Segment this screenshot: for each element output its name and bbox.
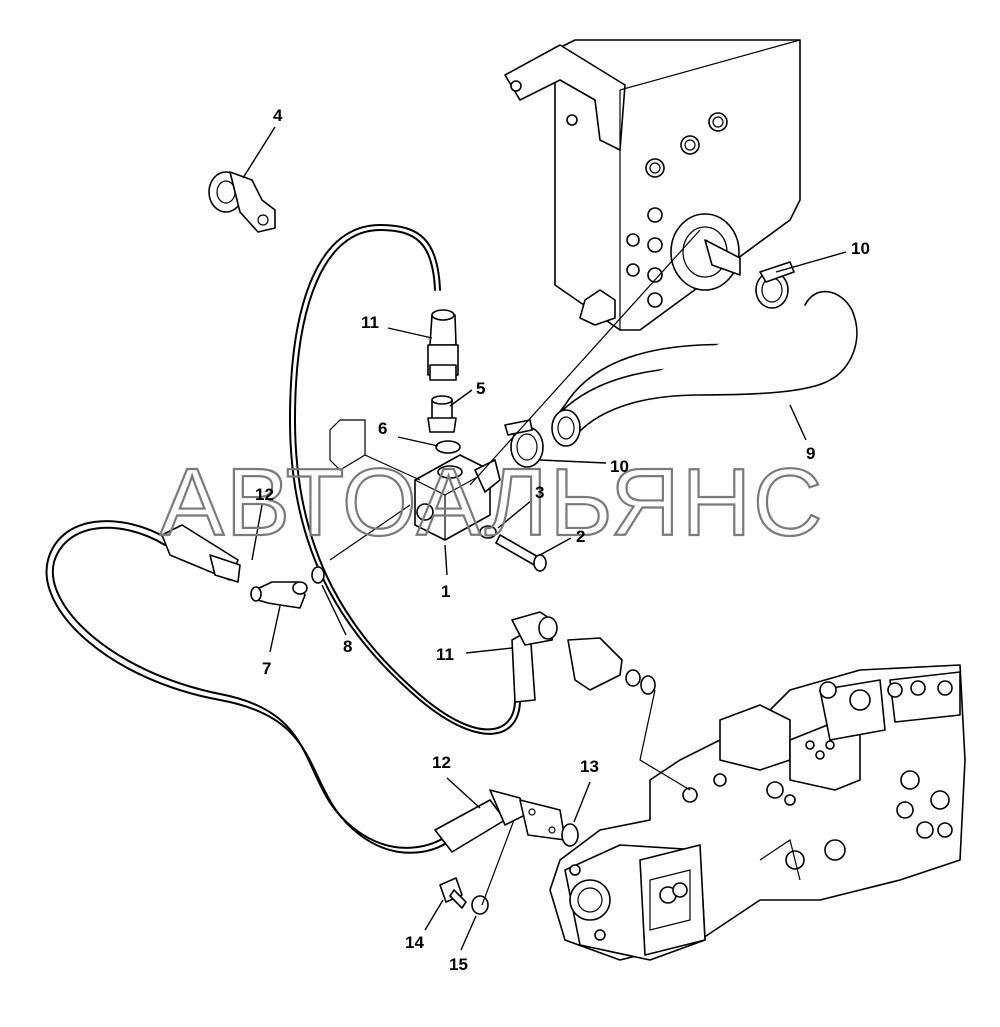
hose-part-12-loop — [45, 520, 451, 854]
fitting-part-12-lower — [434, 789, 566, 853]
callout-labels: 4 11 5 6 10 10 9 12 3 2 1 7 8 11 12 13 1… — [255, 106, 870, 974]
callout-15: 15 — [449, 955, 468, 974]
fitting-part-11-lower — [511, 611, 656, 703]
o-ring-part-6 — [435, 440, 461, 454]
washer-part-3 — [479, 525, 497, 539]
callout-11: 11 — [436, 645, 454, 664]
callout-4: 4 — [273, 106, 283, 125]
hydraulic-tank — [504, 39, 801, 331]
adapter-part-5 — [427, 395, 457, 433]
watermark-text: АВТОАЛЬЯНС — [160, 449, 824, 556]
fitting-part-11-top — [427, 309, 459, 381]
callout-13: 13 — [580, 757, 599, 776]
valve-block-part-1 — [329, 419, 501, 541]
callout-1: 1 — [441, 582, 450, 601]
bolt-part-2 — [495, 534, 547, 572]
leader-lines — [242, 126, 847, 951]
long-hose — [288, 223, 521, 735]
callout-2: 2 — [576, 527, 585, 546]
bolt-part-14 — [439, 877, 467, 909]
o-ring-part-8 — [311, 566, 325, 584]
hose-part-9 — [551, 290, 858, 447]
callout-8: 8 — [343, 637, 352, 656]
callout-12: 12 — [255, 485, 274, 504]
assembly-lines — [329, 229, 701, 906]
callout-10: 10 — [851, 239, 870, 258]
hose-clamp-part-10-mid — [504, 419, 544, 468]
callout-11: 11 — [361, 313, 379, 332]
callout-7: 7 — [262, 659, 271, 678]
elbow-part-7 — [250, 581, 308, 609]
hydraulic-pump-assembly — [549, 664, 966, 961]
o-ring-part-13 — [561, 823, 579, 847]
callout-3: 3 — [535, 483, 544, 502]
callout-9: 9 — [806, 444, 815, 463]
clamp-part-4 — [208, 171, 276, 233]
fitting-part-12-upper — [161, 524, 241, 583]
callout-6: 6 — [378, 419, 387, 438]
callout-14: 14 — [405, 933, 424, 952]
callout-12: 12 — [432, 753, 451, 772]
callout-10: 10 — [610, 457, 629, 476]
washer-part-15 — [471, 895, 489, 915]
callout-5: 5 — [476, 379, 485, 398]
